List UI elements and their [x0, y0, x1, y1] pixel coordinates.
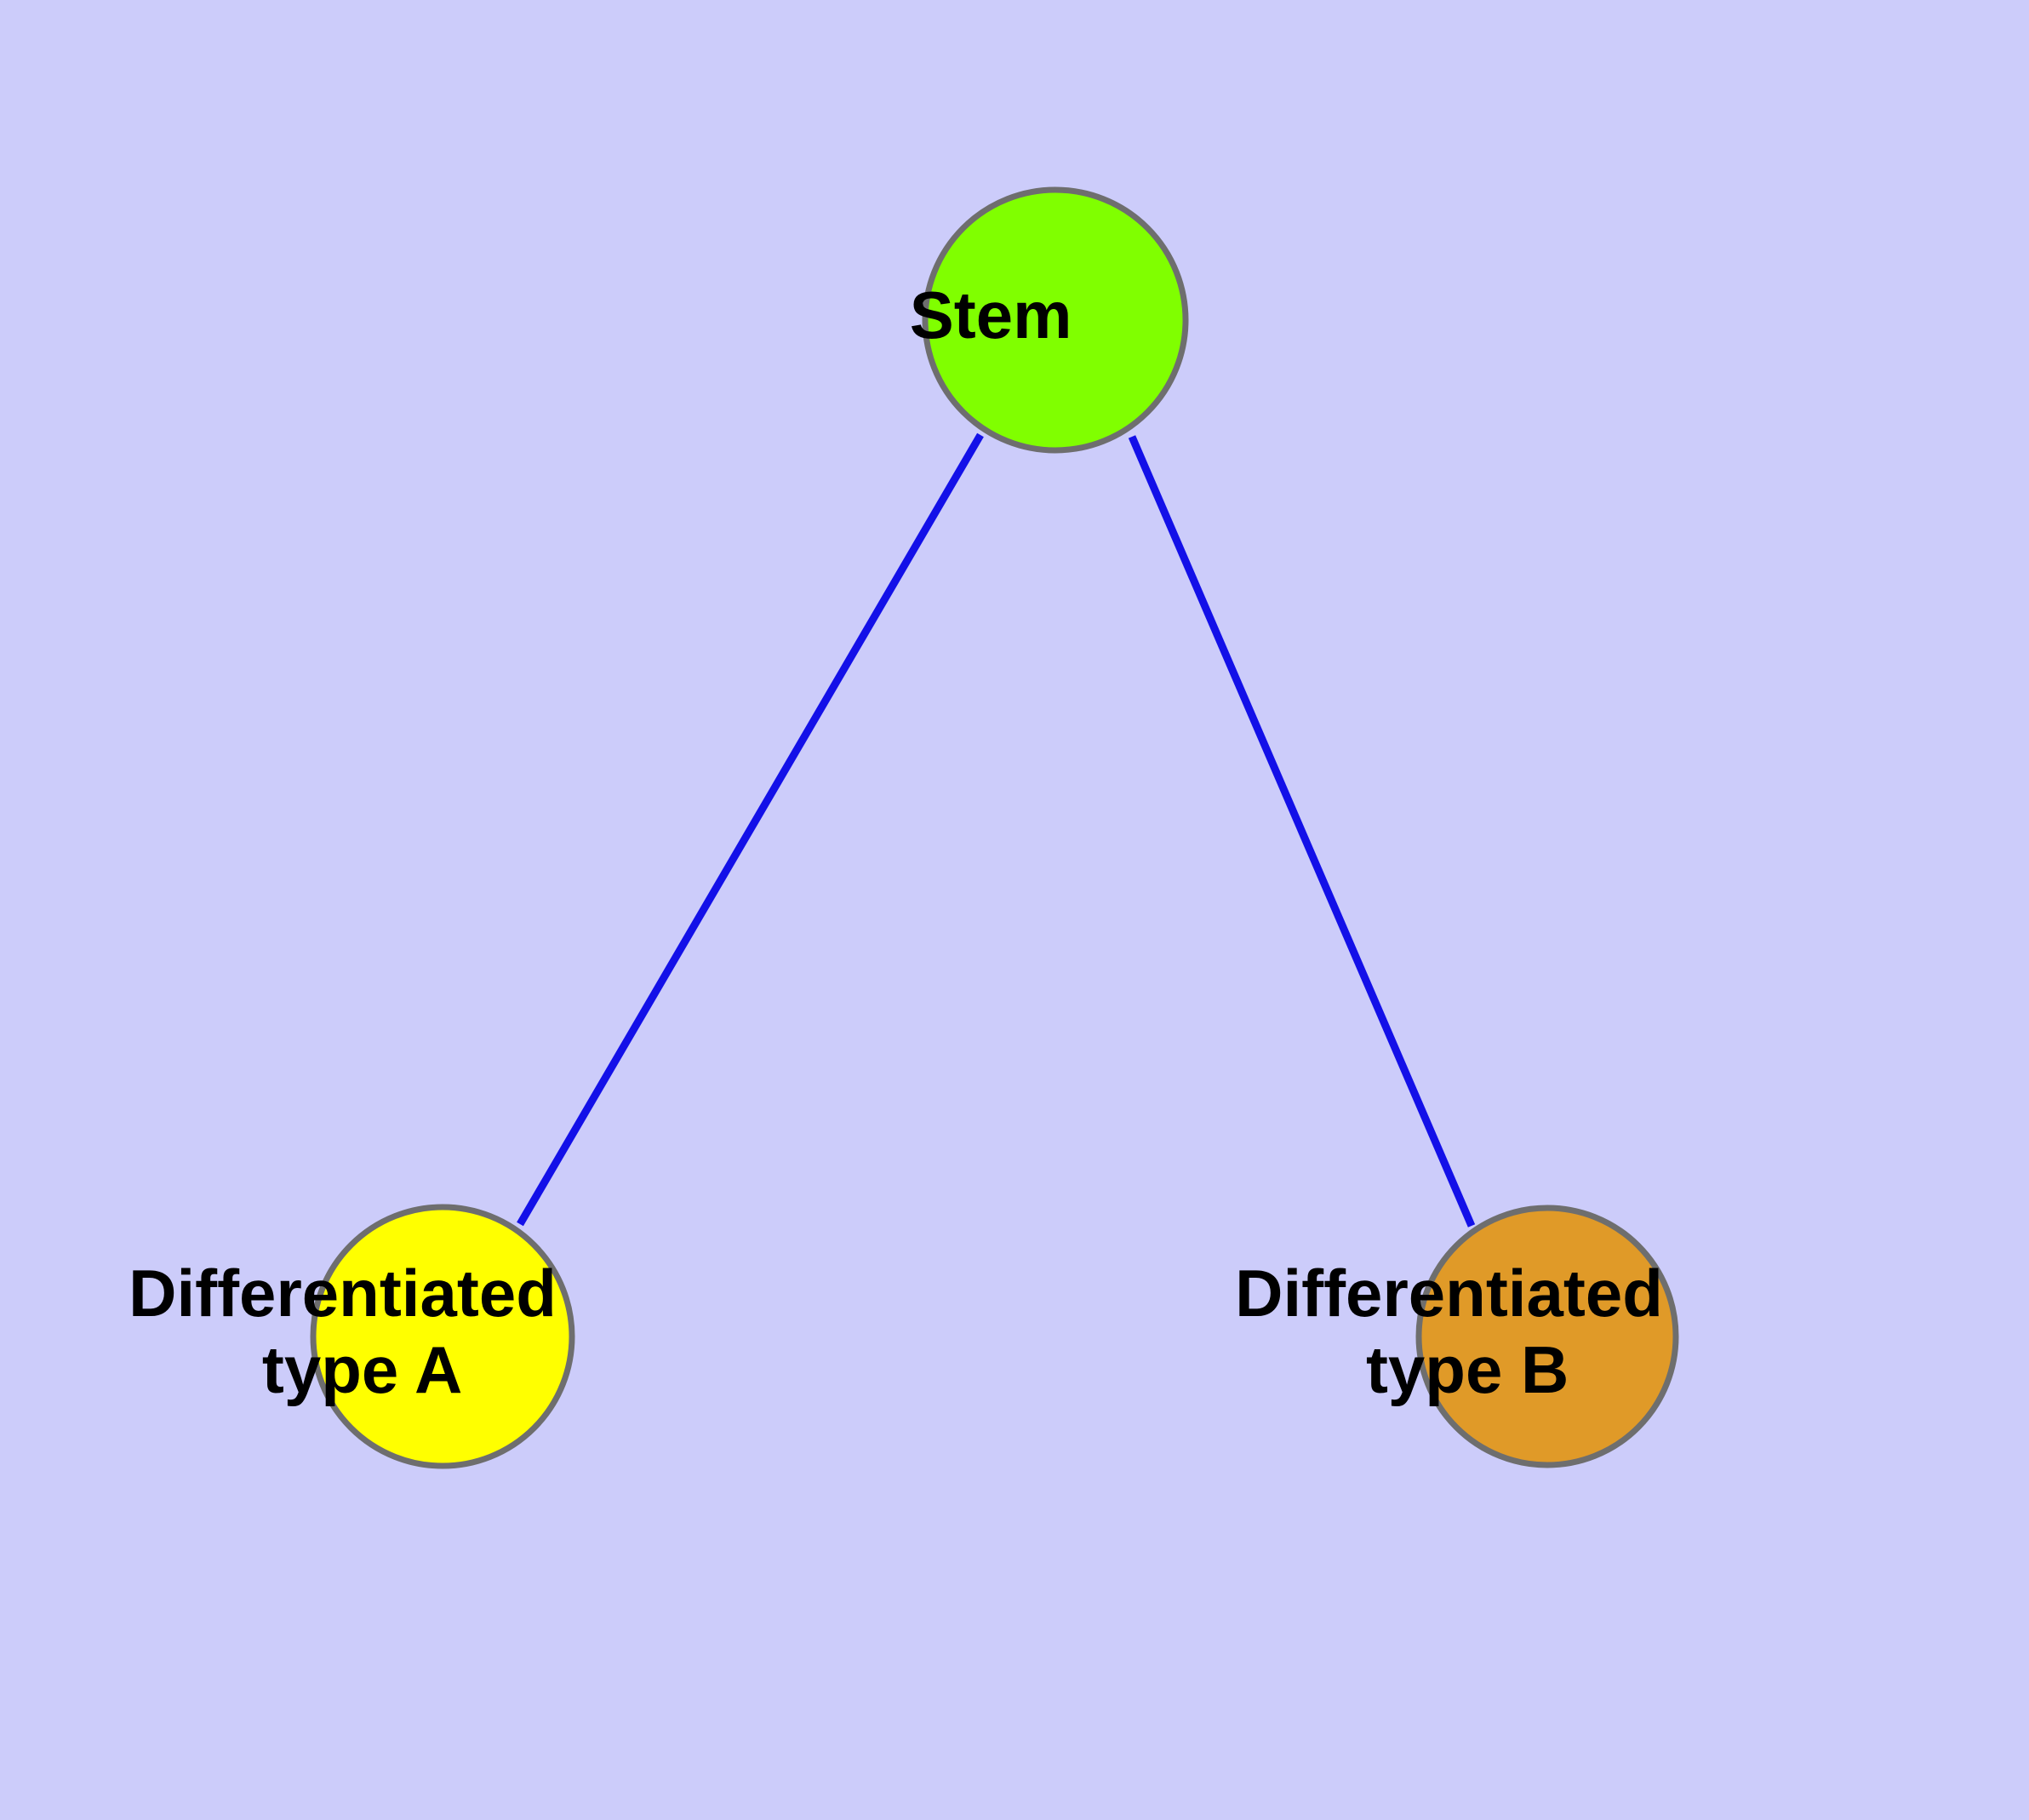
node-label-differentiated-type-b-line2: type B	[1366, 1331, 1569, 1406]
node-label-differentiated-type-a-line1: Differentiated	[129, 1256, 557, 1331]
node-label-differentiated-type-a: Differentiated type A	[0, 0, 723, 1406]
node-differentiated-type-a[interactable]	[310, 1204, 575, 1469]
node-label-differentiated-type-b: Differentiated type B	[1235, 1256, 1663, 1407]
node-label-stem: Stem	[0, 0, 1201, 352]
nodes-layer	[310, 186, 1679, 1469]
labels-layer: Stem Differentiated type A Differentiate…	[0, 0, 1663, 1407]
node-differentiated-type-b[interactable]	[1415, 1205, 1679, 1468]
edges-layer	[517, 432, 1476, 1228]
node-label-stem-line1: Stem	[910, 278, 1072, 352]
node-label-differentiated-type-b-line1: Differentiated	[1235, 1256, 1663, 1331]
node-stem[interactable]	[922, 186, 1189, 454]
node-label-differentiated-type-a-line2: type A	[262, 1331, 461, 1406]
edge-stem-to-differentiated-type-b[interactable]	[1128, 435, 1476, 1228]
edge-stem-to-differentiated-type-a[interactable]	[517, 432, 984, 1227]
